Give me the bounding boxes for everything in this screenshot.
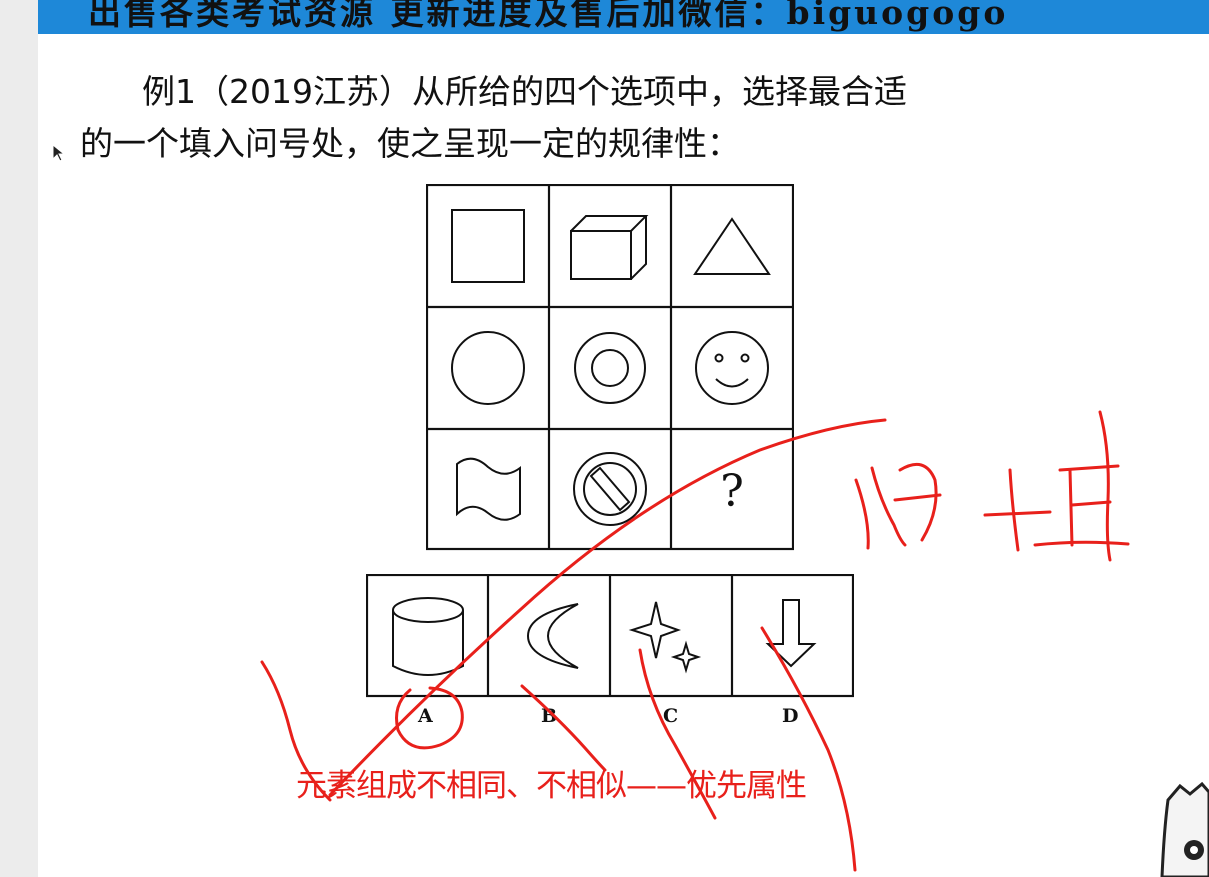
circle-figure: [451, 331, 525, 405]
option-b-crescent[interactable]: [526, 603, 579, 669]
options-row: [366, 574, 854, 698]
top-banner: 出售各类考试资源 更新进度及售后加微信：biguogogo: [38, 0, 1209, 34]
flag-figure: [456, 457, 521, 521]
option-c-label[interactable]: C: [663, 705, 679, 727]
option-d-down-arrow[interactable]: [765, 599, 817, 668]
mouse-cursor-icon: [52, 144, 66, 162]
option-a-label[interactable]: A: [418, 705, 433, 727]
double-circle-figure: [574, 332, 646, 404]
no-sign-figure: [573, 452, 647, 526]
mascot-icon: [1160, 781, 1209, 877]
cube-figure: [570, 215, 649, 280]
question-mark: ?: [720, 466, 744, 517]
handwritten-note: 元素组成不相同、不相似——优先属性: [296, 768, 807, 804]
smiley-figure: [695, 331, 769, 405]
banner-text: 出售各类考试资源 更新进度及售后加微信：biguogogo: [88, 0, 1009, 32]
question-line-1: 例1（2019江苏）从所给的四个选项中，选择最合适: [142, 72, 907, 111]
puzzle-grid: ?: [426, 184, 794, 551]
option-d-label[interactable]: D: [782, 705, 799, 727]
option-a-cylinder[interactable]: [392, 597, 464, 676]
option-c-stars[interactable]: [628, 601, 702, 674]
option-b-label[interactable]: B: [541, 705, 558, 727]
triangle-figure: [693, 217, 771, 275]
question-text: 例1（2019江苏）从所给的四个选项中，选择最合适 的一个填入问号处，使之呈现一…: [80, 66, 1140, 170]
square-figure: [451, 209, 525, 283]
question-line-2: 的一个填入问号处，使之呈现一定的规律性：: [80, 124, 740, 163]
left-sidebar-strip: [0, 0, 38, 877]
